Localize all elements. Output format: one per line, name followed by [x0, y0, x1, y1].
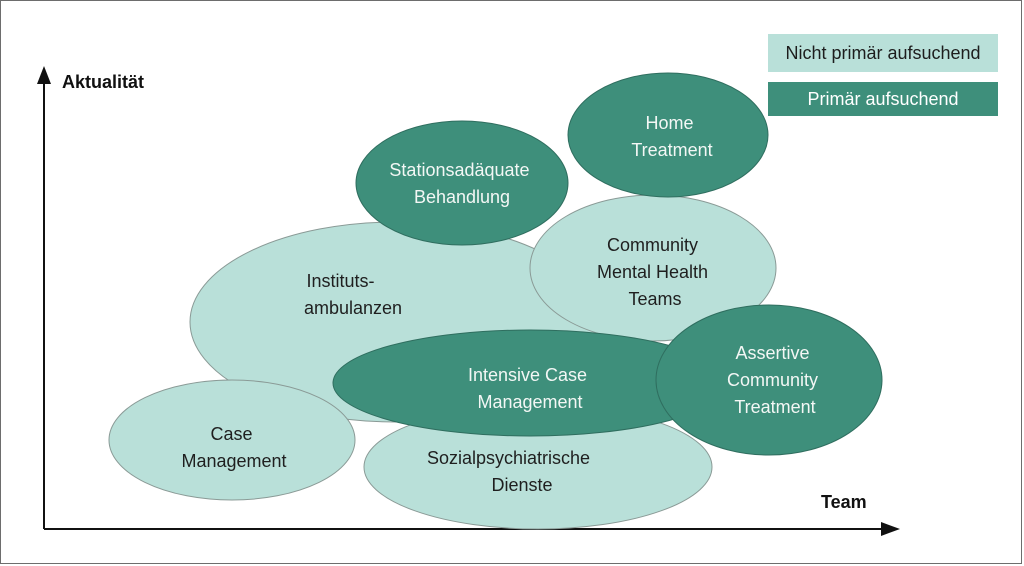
legend-dark-label: Primär aufsuchend: [807, 88, 959, 109]
y-axis-arrow: [37, 66, 51, 84]
label-assertive-community-treatment: Assertive Community Treatment: [727, 343, 823, 417]
label-case-management: Case Management: [181, 424, 286, 471]
legend-nicht-primaer-aufsuchend: Nicht primär aufsuchend: [768, 34, 998, 72]
x-axis-arrow: [881, 522, 900, 536]
legend-primaer-aufsuchend: Primär aufsuchend: [768, 82, 998, 116]
ellipse-case-management: [108, 379, 356, 501]
label-sozialpsychiatrische-dienste: Sozialpsychiatrische Dienste: [427, 448, 595, 495]
legend-light-label: Nicht primär aufsuchend: [785, 42, 981, 63]
label-institutsambulanzen: Instituts- ambulanzen: [304, 271, 402, 318]
label-home-treatment: Home Treatment: [631, 113, 712, 160]
ellipse-stationsaequivalente-behandlung: [355, 120, 569, 246]
label-stationsaequivalente-behandlung: Stationsadäquate Behandlung: [389, 160, 534, 207]
x-axis-label: Team: [821, 492, 867, 512]
ellipse-home-treatment: [567, 72, 769, 198]
label-community-mental-health-teams: Community Mental Health Teams: [597, 235, 713, 309]
ellipse-assertive-community-treatment: [655, 304, 883, 456]
y-axis-label: Aktualität: [62, 72, 145, 92]
label-intensive-case-management: Intensive Case Management: [468, 365, 592, 412]
